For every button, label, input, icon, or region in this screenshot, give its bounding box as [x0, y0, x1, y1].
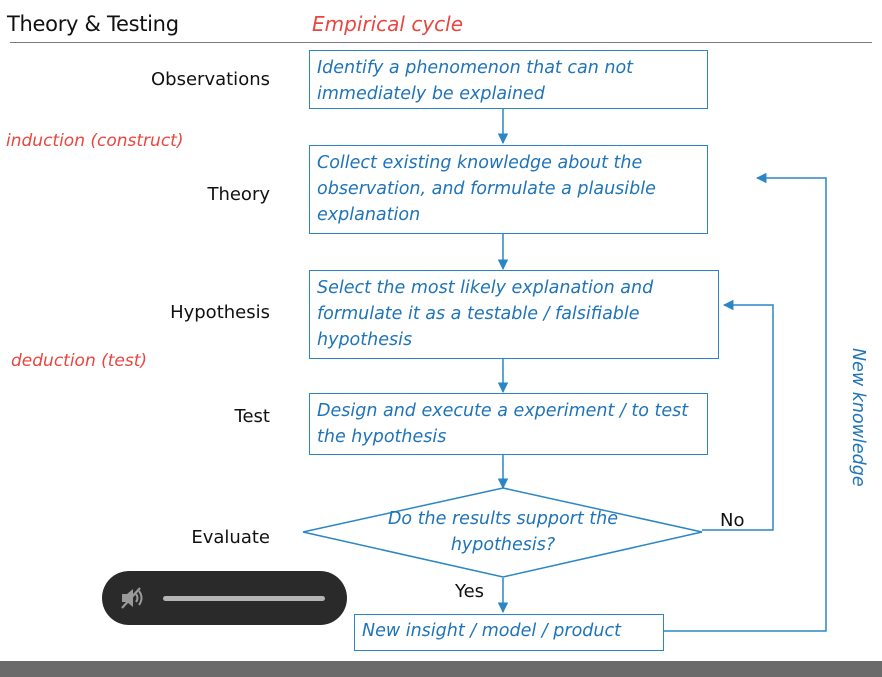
new-knowledge-label: New knowledge — [848, 348, 868, 487]
step-label-hypothesis: Hypothesis — [170, 302, 270, 323]
bottom-bar — [0, 661, 882, 677]
media-volume-control — [102, 571, 347, 625]
observation-box-line: Identify a phenomenon that can not — [317, 58, 634, 78]
hypothesis-box-line: formulate it as a testable / falsifiable — [317, 304, 640, 324]
arrow-no-loop — [702, 299, 774, 531]
observation-box: Identify a phenomenon that can not immed… — [309, 50, 708, 109]
step-label-theory: Theory — [207, 184, 270, 205]
test-box: Design and execute a experiment / to tes… — [309, 393, 708, 455]
step-label-evaluate: Evaluate — [191, 527, 270, 548]
step-label-observations: Observations — [151, 69, 270, 90]
evaluate-diamond — [302, 487, 703, 578]
induction-note: induction (construct) — [6, 131, 184, 151]
insight-box: New insight / model / product — [354, 614, 664, 651]
test-box-line: the hypothesis — [317, 427, 447, 447]
evaluate-question-line: Do the results support the — [387, 509, 619, 529]
evaluate-question: Do the results support the hypothesis? — [353, 506, 653, 558]
yes-label: Yes — [455, 581, 485, 602]
page-subtitle: Empirical cycle — [312, 12, 464, 36]
insight-box-text: New insight / model / product — [362, 621, 621, 641]
step-label-test: Test — [234, 406, 270, 427]
page-title: Theory & Testing — [7, 12, 179, 36]
deduction-note: deduction (test) — [11, 351, 148, 371]
hypothesis-box-line: hypothesis — [317, 330, 413, 350]
evaluate-question-line: hypothesis? — [450, 535, 556, 555]
muted-speaker-icon[interactable] — [120, 586, 148, 610]
no-label: No — [720, 510, 745, 531]
hypothesis-box-line: Select the most likely explanation and — [317, 278, 654, 298]
theory-box-line: Collect existing knowledge about the — [317, 153, 643, 173]
header-divider — [10, 42, 872, 43]
arrow-new-knowledge-loop — [664, 172, 827, 632]
hypothesis-box: Select the most likely explanation and f… — [309, 270, 719, 359]
theory-box-line: explanation — [317, 205, 421, 225]
test-box-line: Design and execute a experiment / to tes… — [317, 401, 689, 421]
theory-box-line: observation, and formulate a plausible — [317, 179, 656, 199]
theory-box: Collect existing knowledge about the obs… — [309, 145, 708, 234]
observation-box-line: immediately be explained — [317, 84, 545, 104]
volume-slider[interactable] — [163, 596, 325, 601]
